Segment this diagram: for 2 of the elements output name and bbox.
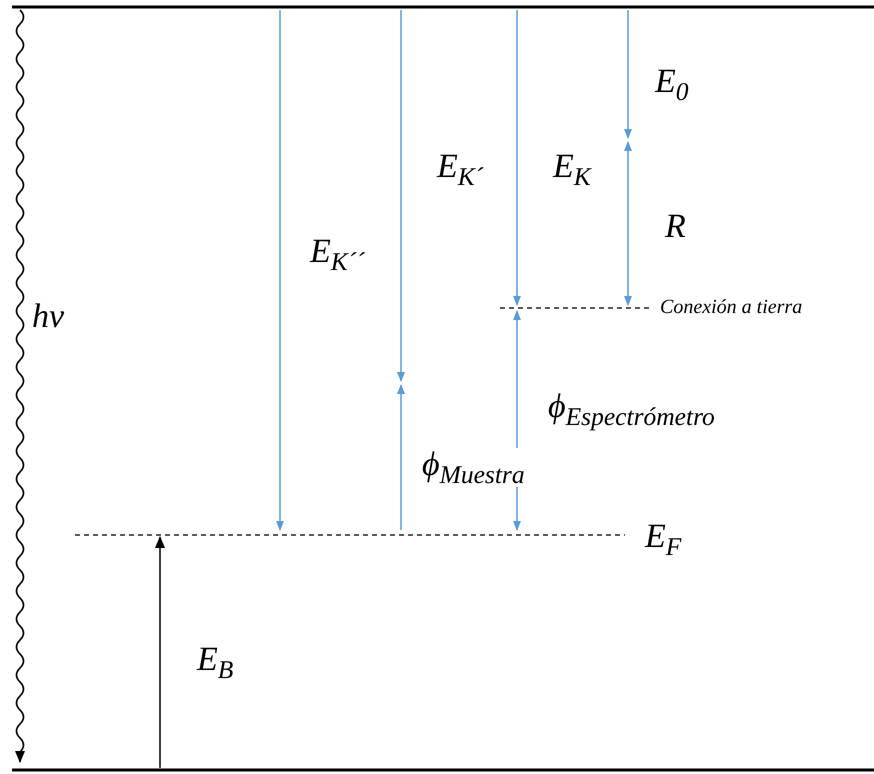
work-function-symbol: ϕ$_{Espectrómetro}$	[548, 390, 715, 430]
work-function-symbol: ϕ$_{Muestra}$	[422, 448, 525, 488]
